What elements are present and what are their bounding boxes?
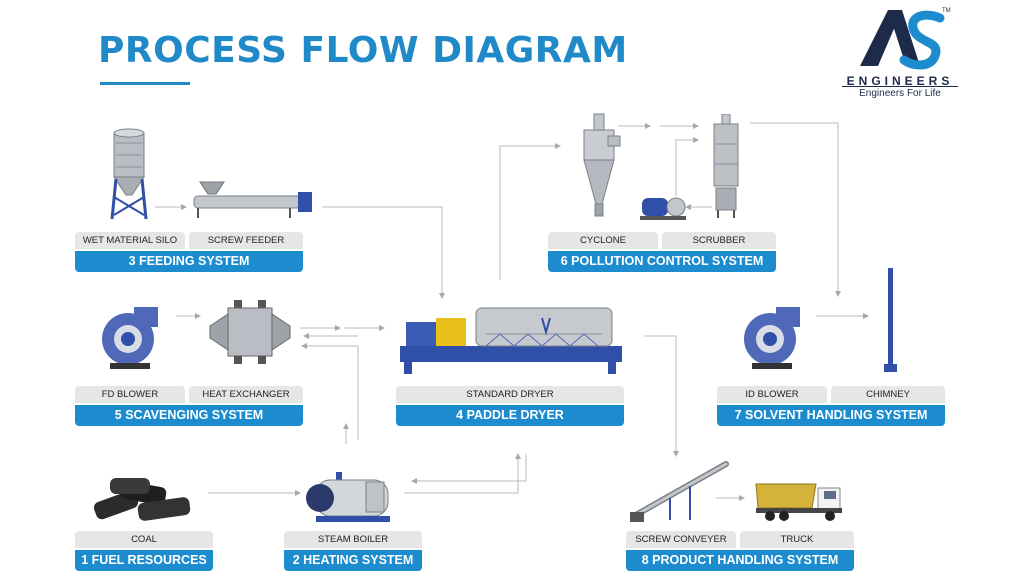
arrow-scrubber-chimney xyxy=(750,122,841,297)
label-chimney: CHIMNEY xyxy=(831,386,945,403)
page-title: PROCESS FLOW DIAGRAM xyxy=(98,30,628,71)
logo-name: ENGINEERS xyxy=(846,74,954,88)
system-paddle-dryer: 4 PADDLE DRYER xyxy=(396,405,624,426)
label-screw-feeder: SCREW FEEDER xyxy=(189,232,303,249)
label-coal: COAL xyxy=(75,531,213,548)
arrow-boiler-dryer xyxy=(404,453,521,494)
label-id-blower: ID BLOWER xyxy=(717,386,827,403)
system-solvent-handling: 7 SOLVENT HANDLING SYSTEM xyxy=(717,405,945,426)
as-logo-mark-icon xyxy=(860,10,945,70)
paddle-dryer-icon xyxy=(400,307,622,374)
label-heat-exchanger: HEAT EXCHANGER xyxy=(189,386,303,403)
heat-exchanger-icon xyxy=(209,300,291,364)
arrow-dryer-conveyor xyxy=(644,335,679,457)
system-product-handling: 8 PRODUCT HANDLING SYSTEM xyxy=(626,550,854,571)
screw-feeder-icon xyxy=(193,181,312,218)
label-truck: TRUCK xyxy=(740,531,854,548)
logo-divider xyxy=(842,86,958,87)
system-heating: 2 HEATING SYSTEM xyxy=(284,550,422,571)
company-logo xyxy=(850,6,960,106)
id-blower-icon xyxy=(744,307,800,369)
silo-icon xyxy=(110,128,148,220)
steam-boiler-icon xyxy=(306,472,390,522)
title-underline xyxy=(100,82,190,85)
system-fuel-resources: 1 FUEL RESOURCES xyxy=(75,550,213,571)
arrow-boiler-hx xyxy=(301,343,359,440)
screw-conveyer-icon xyxy=(630,461,729,522)
arrow-dryer-boiler xyxy=(411,454,527,484)
label-screw-conveyer: SCREW CONVEYER xyxy=(626,531,736,548)
label-steam-boiler: STEAM BOILER xyxy=(284,531,422,548)
cyclone-icon xyxy=(583,113,621,217)
truck-icon xyxy=(755,483,842,521)
label-scrubber: SCRUBBER xyxy=(662,232,776,249)
pump-icon xyxy=(640,197,686,220)
arrow-pump-scrubber xyxy=(675,137,699,196)
label-standard-dryer: STANDARD DRYER xyxy=(396,386,624,403)
label-fd-blower: FD BLOWER xyxy=(75,386,185,403)
scrubber-icon xyxy=(713,114,739,218)
logo-tagline: Engineers For Life xyxy=(859,88,941,99)
system-pollution-control: 6 POLLUTION CONTROL SYSTEM xyxy=(548,251,776,272)
fd-blower-icon xyxy=(102,307,158,369)
arrow-dryer-cyclone xyxy=(499,143,561,280)
coal-icon xyxy=(93,478,191,521)
trademark-symbol: TM xyxy=(942,8,951,14)
system-feeding: 3 FEEDING SYSTEM xyxy=(75,251,303,272)
label-cyclone: CYCLONE xyxy=(548,232,658,249)
arrow-feeder-dryer xyxy=(322,206,445,299)
system-scavenging: 5 SCAVENGING SYSTEM xyxy=(75,405,303,426)
chimney-icon xyxy=(884,268,897,372)
label-wet-material-silo: WET MATERIAL SILO xyxy=(75,232,185,249)
